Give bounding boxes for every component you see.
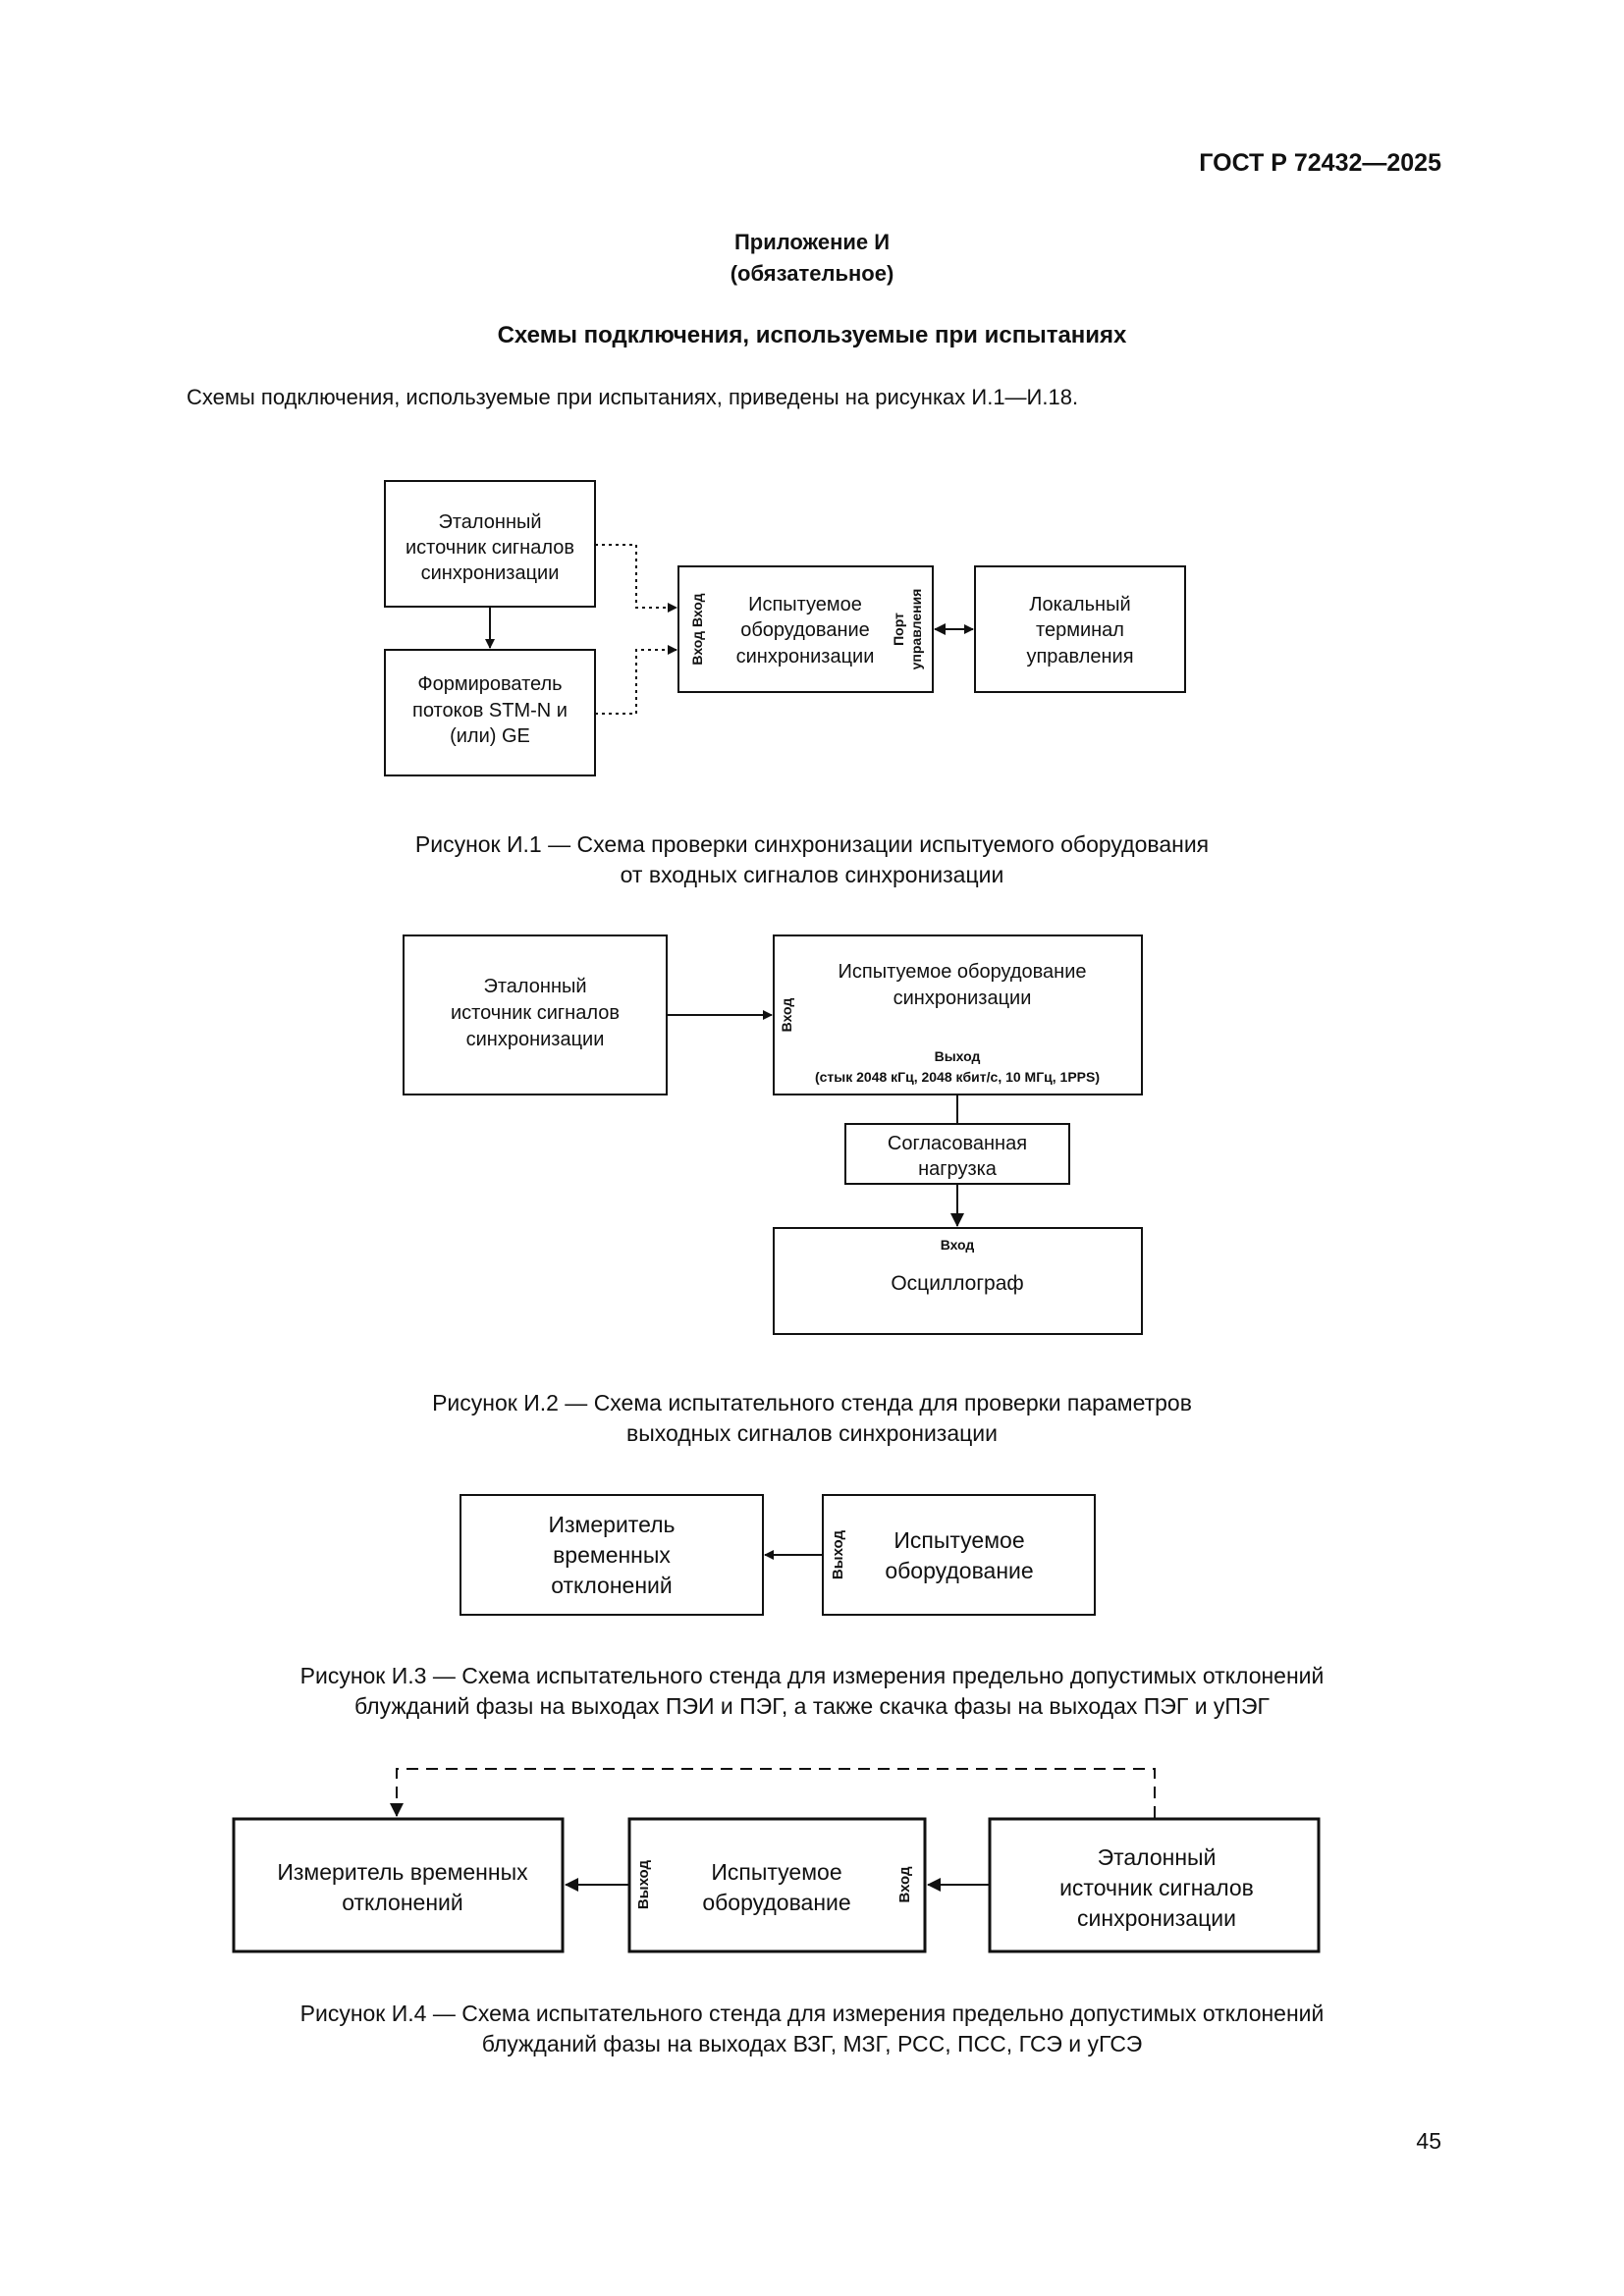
fig3-meter-line2: временных bbox=[553, 1542, 671, 1568]
fig1-ref-source-line3: синхронизации bbox=[421, 562, 560, 584]
fig3-dut-line2: оборудование bbox=[885, 1558, 1033, 1583]
fig1-ref-source-line2: источник сигналов bbox=[406, 537, 574, 559]
fig2-dut-line1: Испытуемое оборудование bbox=[838, 961, 1086, 983]
fig3-dut-line1: Испытуемое bbox=[893, 1527, 1024, 1553]
fig4-out-label: Выход bbox=[635, 1859, 652, 1909]
fig1-dotted-link-source bbox=[595, 544, 677, 613]
figure-4: Измеритель временных отклонений Выход Ис… bbox=[232, 1768, 1321, 1953]
document-code: ГОСТ Р 72432—2025 bbox=[1199, 149, 1441, 177]
fig4-ref-source-line1: Эталонный bbox=[1098, 1844, 1217, 1870]
fig4-dut-line1: Испытуемое bbox=[711, 1859, 841, 1885]
fig3-meter-line1: Измеритель bbox=[548, 1512, 675, 1537]
fig2-scope-in-label: Вход bbox=[941, 1237, 975, 1253]
fig4-caption-line2: блужданий фазы на выходах ВЗГ, МЗГ, РСС,… bbox=[481, 2031, 1143, 2056]
fig4-dut-box bbox=[627, 1817, 927, 1953]
fig1-ref-source-line1: Эталонный bbox=[438, 511, 541, 533]
figure-2: Эталонный источник сигналов синхронизаци… bbox=[403, 934, 1143, 1335]
fig4-meter-box bbox=[232, 1817, 565, 1953]
fig2-dut-line2: синхронизации bbox=[893, 988, 1032, 1009]
fig2-scope-box bbox=[773, 1227, 1143, 1335]
figure-3: Измеритель временных отклонений Выход Ис… bbox=[460, 1494, 1096, 1616]
fig4-meter-line2: отклонений bbox=[342, 1890, 463, 1915]
fig2-caption-line2: выходных сигналов синхронизации bbox=[625, 1420, 999, 1446]
appendix-title: Приложение И bbox=[733, 230, 891, 254]
fig3-dut-box bbox=[822, 1494, 1096, 1616]
fig4-caption-line1: Рисунок И.4 — Схема испытательного стенд… bbox=[299, 2001, 1325, 2026]
fig2-ref-source-line3: синхронизации bbox=[466, 1029, 605, 1050]
fig2-load-line2: нагрузка bbox=[918, 1158, 998, 1180]
fig2-load-line1: Согласованная bbox=[888, 1133, 1027, 1154]
fig1-terminal-line3: управления bbox=[1026, 646, 1133, 667]
fig1-dut-line2: оборудование bbox=[740, 619, 870, 641]
intro-paragraph: Схемы подключения, используемые при испы… bbox=[187, 385, 1079, 409]
figure-1: Эталонный источник сигналов синхронизаци… bbox=[384, 480, 1186, 776]
fig3-caption-line1: Рисунок И.3 — Схема испытательного стенд… bbox=[299, 1663, 1325, 1688]
page-number: 45 bbox=[1416, 2128, 1441, 2154]
fig4-ref-source-line3: синхронизации bbox=[1077, 1905, 1236, 1931]
fig4-ref-source-line2: источник сигналов bbox=[1059, 1875, 1254, 1900]
appendix-status: (обязательное) bbox=[730, 261, 894, 286]
fig3-meter-line3: отклонений bbox=[551, 1573, 673, 1598]
fig2-caption-line1: Рисунок И.2 — Схема испытательного стенд… bbox=[432, 1390, 1192, 1415]
fig1-port-label-1: Порт bbox=[891, 613, 906, 646]
fig1-caption-line2: от входных сигналов синхронизации bbox=[620, 862, 1004, 887]
fig1-in-labels: Вход Вход bbox=[689, 593, 705, 665]
fig4-dashed-reference-link bbox=[390, 1768, 1156, 1818]
fig3-caption-line2: блужданий фазы на выходах ПЭИ и ПЭГ, а т… bbox=[354, 1693, 1270, 1719]
fig1-former-line3: (или) GE bbox=[450, 725, 530, 747]
fig2-ref-source-line1: Эталонный bbox=[483, 976, 586, 997]
fig2-in-label: Вход bbox=[779, 998, 794, 1033]
fig4-dut-line2: оборудование bbox=[702, 1890, 850, 1915]
fig4-in-label: Вход bbox=[896, 1866, 913, 1903]
fig2-scope-label: Осциллограф bbox=[891, 1272, 1023, 1295]
fig1-terminal-line2: терминал bbox=[1036, 619, 1124, 641]
fig1-dotted-link-former bbox=[595, 645, 677, 715]
fig4-meter-line1: Измеритель временных bbox=[277, 1859, 528, 1885]
fig2-ref-source-line2: источник сигналов bbox=[451, 1002, 620, 1024]
fig3-meter-box bbox=[460, 1494, 764, 1616]
fig2-out-label: Выход bbox=[935, 1048, 981, 1064]
fig4-ref-source-box bbox=[988, 1817, 1321, 1953]
fig1-dut-box bbox=[677, 565, 934, 693]
fig3-out-label: Выход bbox=[830, 1529, 846, 1579]
fig1-dut-line3: синхронизации bbox=[736, 646, 875, 667]
section-title: Схемы подключения, используемые при испы… bbox=[497, 322, 1127, 348]
fig1-port-label-2: управления bbox=[908, 589, 924, 670]
fig1-caption-line1: Рисунок И.1 — Схема проверки синхронизац… bbox=[414, 831, 1210, 857]
fig1-terminal-box bbox=[974, 565, 1186, 693]
fig1-dut-line1: Испытуемое bbox=[748, 594, 862, 615]
fig1-former-line2: потоков STM-N и bbox=[412, 700, 568, 721]
fig1-terminal-line1: Локальный bbox=[1029, 594, 1130, 615]
fig2-out-detail: (стык 2048 кГц, 2048 кбит/с, 10 МГц, 1PP… bbox=[815, 1069, 1100, 1085]
fig1-former-line1: Формирователь bbox=[417, 673, 562, 695]
